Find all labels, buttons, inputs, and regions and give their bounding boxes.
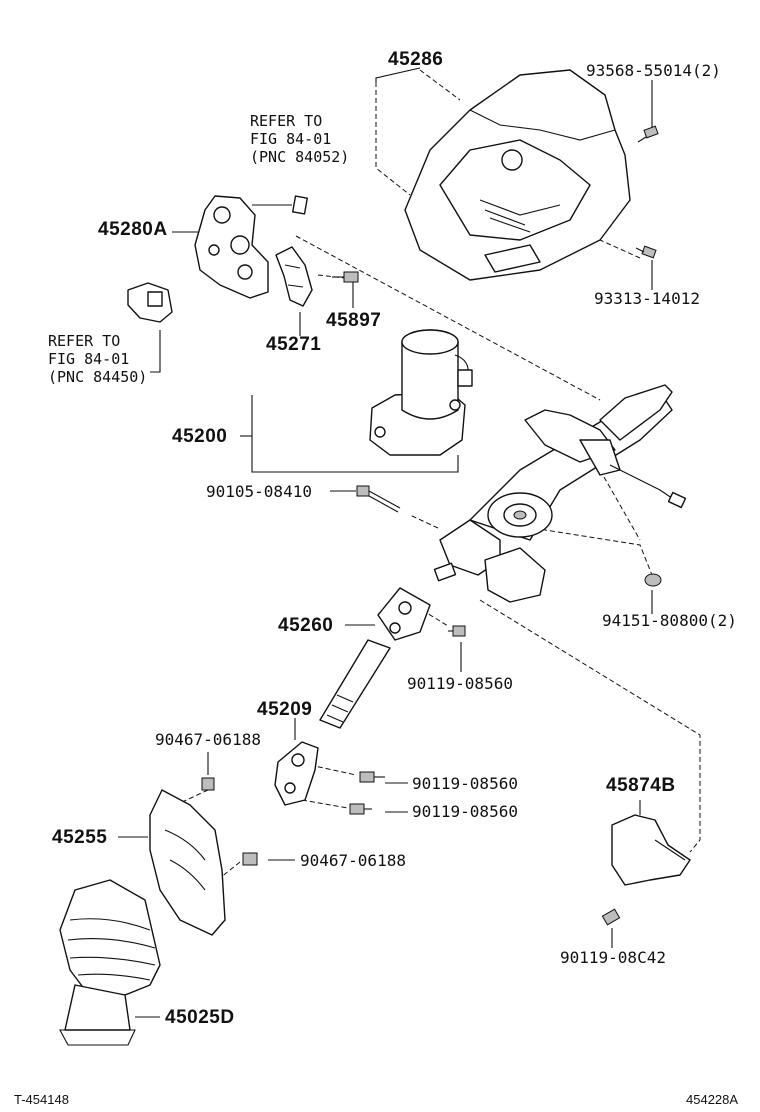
switch-84450-icon bbox=[127, 282, 173, 323]
steering-boot-45025D[interactable] bbox=[59, 879, 161, 1046]
bolt-90119d-icon[interactable] bbox=[601, 908, 621, 926]
motor-assembly-45200[interactable] bbox=[369, 329, 473, 456]
bracket-45271[interactable] bbox=[275, 246, 313, 307]
lock-housing-45280A[interactable] bbox=[194, 195, 269, 299]
column-cover-45286[interactable] bbox=[404, 69, 631, 281]
footer-left-code: T-454148 bbox=[14, 1092, 69, 1107]
label-45897: 45897 bbox=[326, 310, 382, 331]
label-93568: 93568-55014(2) bbox=[586, 61, 721, 80]
footer-right-code: 454228A bbox=[686, 1092, 739, 1107]
clip-90467a-icon[interactable] bbox=[201, 777, 215, 791]
intermediate-shaft-45260[interactable] bbox=[319, 587, 431, 729]
bolt-90119b-icon[interactable] bbox=[359, 771, 385, 783]
universal-joint-45209[interactable] bbox=[274, 741, 319, 806]
label-45200: 45200 bbox=[172, 426, 228, 447]
label-45286: 45286 bbox=[388, 49, 444, 70]
bolt-90105-icon[interactable] bbox=[356, 485, 401, 513]
label-90105: 90105-08410 bbox=[206, 482, 312, 501]
label-90467-b: 90467-06188 bbox=[300, 851, 406, 870]
bolt-90119a-icon[interactable] bbox=[448, 625, 466, 637]
label-45025D: 45025D bbox=[165, 1007, 235, 1028]
connector-84052-icon bbox=[292, 195, 308, 215]
bolt-90119c-icon[interactable] bbox=[349, 803, 372, 815]
label-45260: 45260 bbox=[278, 615, 334, 636]
label-45874B: 45874B bbox=[606, 775, 676, 796]
clip-90467b-icon[interactable] bbox=[242, 852, 258, 866]
label-45255: 45255 bbox=[52, 827, 108, 848]
shaft-cover-45255[interactable] bbox=[149, 789, 226, 936]
nut-94151-icon[interactable] bbox=[644, 573, 662, 587]
screw-93313-icon[interactable] bbox=[635, 245, 657, 259]
label-90119-b: 90119-08560 bbox=[412, 774, 518, 793]
screw-93568-icon[interactable] bbox=[637, 125, 659, 143]
label-45209: 45209 bbox=[257, 699, 313, 720]
label-90119-a: 90119-08560 bbox=[407, 674, 513, 693]
label-90119-c: 90119-08560 bbox=[412, 802, 518, 821]
label-93313: 93313-14012 bbox=[594, 289, 700, 308]
bracket-45874B[interactable] bbox=[611, 814, 691, 886]
label-94151: 94151-80800(2) bbox=[602, 611, 737, 630]
label-90467-a: 90467-06188 bbox=[155, 730, 261, 749]
reference-note-left: REFER TO FIG 84-01 (PNC 84450) bbox=[48, 332, 148, 386]
steering-column-assembly[interactable] bbox=[433, 384, 687, 603]
reference-note-top: REFER TO FIG 84-01 (PNC 84052) bbox=[250, 112, 350, 166]
label-45271: 45271 bbox=[266, 334, 322, 355]
label-45280A: 45280A bbox=[98, 219, 168, 240]
bolt-45897-icon[interactable] bbox=[332, 271, 359, 283]
label-90119-d: 90119-08C42 bbox=[560, 948, 666, 967]
